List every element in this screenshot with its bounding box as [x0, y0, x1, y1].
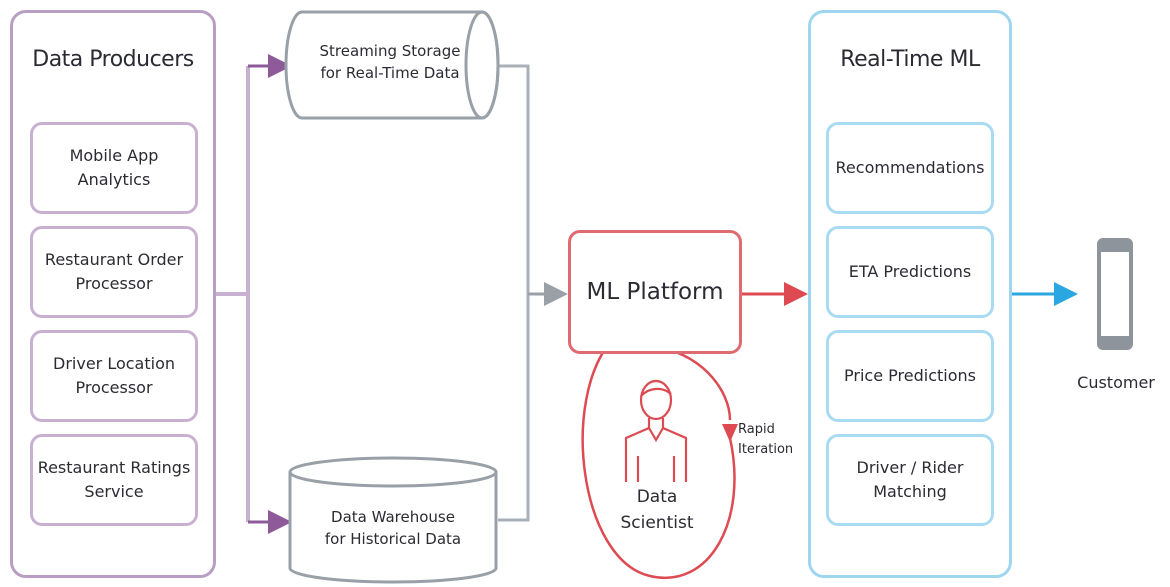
- data-scientist-label: Data Scientist: [620, 487, 694, 533]
- producer-label: Mobile App Analytics: [69, 146, 159, 189]
- producer-label: Driver Location Processor: [53, 354, 175, 397]
- customer-label: Customer: [1077, 373, 1155, 392]
- streaming-storage-label: Streaming Storage for Real-Time Data: [319, 42, 461, 82]
- realtime-label: ETA Predictions: [848, 262, 972, 281]
- realtime-label: Recommendations: [835, 158, 985, 177]
- phone-icon: [1097, 238, 1133, 350]
- realtime-price-predictions: Price Predictions: [826, 330, 994, 422]
- producer-mobile-app-analytics: Mobile App Analytics: [30, 122, 198, 214]
- realtime-eta-predictions: ETA Predictions: [826, 226, 994, 318]
- producer-label: Restaurant Order Processor: [44, 250, 184, 293]
- data-producers-panel: Data Producers: [10, 10, 216, 578]
- storage-to-platform-arrows: [498, 64, 568, 522]
- rapid-iteration-loop: [581, 339, 738, 579]
- producer-restaurant-order-processor: Restaurant Order Processor: [30, 226, 198, 318]
- realtime-label: Driver / Rider Matching: [856, 458, 964, 501]
- producers-to-storage-arrows: [215, 54, 292, 534]
- ml-platform-label: ML Platform: [586, 279, 724, 305]
- person-icon: [624, 379, 688, 482]
- data-warehouse-cylinder: [288, 456, 498, 584]
- ml-platform-box: ML Platform: [568, 230, 742, 354]
- data-producers-title: Data Producers: [32, 47, 194, 72]
- real-time-ml-panel: Real-Time ML: [808, 10, 1012, 578]
- producer-restaurant-ratings-service: Restaurant Ratings Service: [30, 434, 198, 526]
- producer-driver-location-processor: Driver Location Processor: [30, 330, 198, 422]
- streaming-storage-cylinder: [284, 10, 500, 120]
- real-time-ml-title: Real-Time ML: [840, 47, 980, 72]
- realtime-label: Price Predictions: [844, 366, 976, 385]
- producer-label: Restaurant Ratings Service: [37, 458, 191, 501]
- realtime-driver-rider-matching: Driver / Rider Matching: [826, 434, 994, 526]
- realtime-recommendations: Recommendations: [826, 122, 994, 214]
- rapid-iteration-label: Rapid Iteration: [738, 422, 794, 457]
- data-warehouse-label: Data Warehouse for Historical Data: [324, 508, 462, 548]
